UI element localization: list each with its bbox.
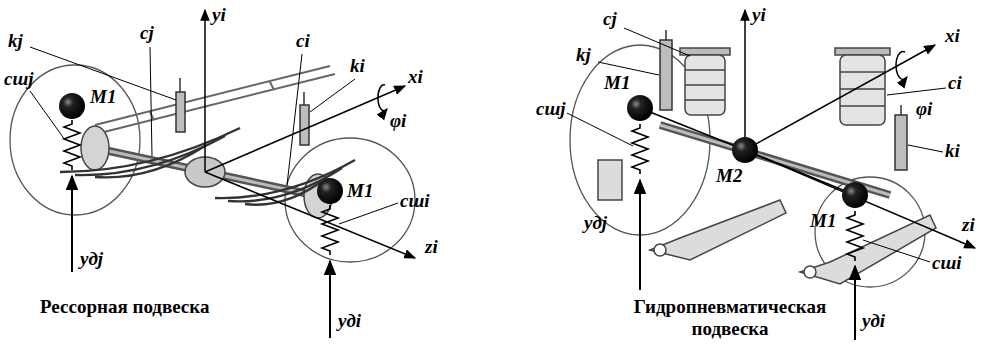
part-label: cj	[603, 8, 617, 30]
axis-label: φi	[390, 110, 406, 132]
part-label: cшi	[932, 252, 962, 274]
axis-label: xi	[408, 66, 423, 88]
mass-label: M1	[90, 86, 116, 108]
part-label: ki	[350, 55, 365, 77]
input-label: yдj	[584, 212, 607, 234]
tyre-spring	[632, 124, 863, 261]
part-label: cj	[140, 22, 154, 44]
leader-line	[30, 47, 398, 224]
part-label: ki	[945, 140, 960, 162]
trailing-arm	[598, 160, 936, 284]
coordinate-axes	[745, 10, 975, 248]
part-label: kj	[8, 30, 23, 52]
shock-absorber	[176, 78, 309, 145]
axis-label: φi	[916, 98, 932, 120]
mass-label: M1	[604, 72, 630, 94]
caption: Гидропневматическая подвеска	[605, 296, 855, 340]
leader-line	[567, 28, 946, 262]
part-label: ci	[296, 30, 310, 52]
part-label: cшi	[400, 190, 430, 212]
coordinate-axes	[205, 10, 415, 258]
input-label: yдi	[862, 310, 885, 332]
axis-label: yi	[752, 4, 766, 26]
part-label: ci	[948, 72, 962, 94]
input-label: yдj	[80, 248, 103, 270]
part-label: cшj	[4, 68, 34, 90]
mass-label: M2	[716, 165, 742, 187]
part-label: kj	[576, 44, 591, 66]
mass-link	[640, 108, 855, 195]
part-label: cшj	[536, 98, 566, 120]
mass-sphere	[627, 95, 868, 208]
axis-label: xi	[945, 25, 960, 47]
mass-label: M1	[810, 210, 836, 232]
caption: Рессорная подвеска	[40, 296, 209, 318]
axis-label: zi	[425, 236, 438, 258]
mass-label: M1	[347, 180, 373, 202]
unsprung-mass	[59, 93, 343, 204]
axis-label: zi	[962, 214, 975, 236]
input-label: yдi	[338, 310, 361, 332]
wheel-ellipse	[10, 65, 415, 262]
shock-absorber	[660, 30, 907, 170]
tyre-spring	[64, 120, 338, 255]
leaf-spring	[60, 128, 355, 205]
axis-label: yi	[212, 4, 226, 26]
